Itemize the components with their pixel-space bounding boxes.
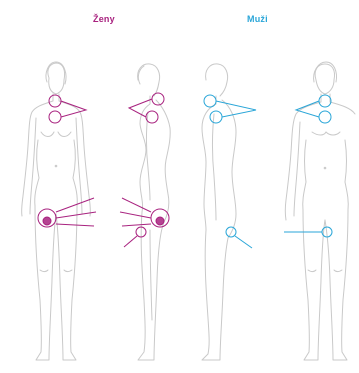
woman-side-groin-line-2 bbox=[120, 212, 151, 218]
man-side-neck-marker-lower bbox=[210, 111, 222, 123]
woman-side-groin-line-1 bbox=[122, 198, 151, 212]
woman-side-thigh-pointer bbox=[124, 236, 137, 247]
woman-side-groin-inner-marker bbox=[156, 217, 164, 225]
woman-side-neck-marker-upper bbox=[152, 93, 164, 105]
man-front-neck-marker-lower bbox=[319, 111, 331, 123]
man-side-hip-pointer bbox=[235, 236, 252, 248]
men-markers bbox=[204, 95, 332, 248]
woman-side-groin-line-3 bbox=[122, 224, 151, 226]
woman-front-groin-inner-marker bbox=[43, 217, 51, 225]
woman-front-groin-line-3 bbox=[56, 224, 94, 226]
woman-front-neck-marker-lower bbox=[49, 111, 61, 123]
man-side-figure bbox=[202, 64, 236, 360]
woman-front-groin-line-1 bbox=[56, 198, 94, 212]
woman-side-neck-pointer bbox=[129, 99, 152, 117]
women-markers bbox=[38, 93, 169, 247]
man-side-neck-marker-upper bbox=[204, 95, 216, 107]
man-front-figure bbox=[285, 62, 355, 360]
